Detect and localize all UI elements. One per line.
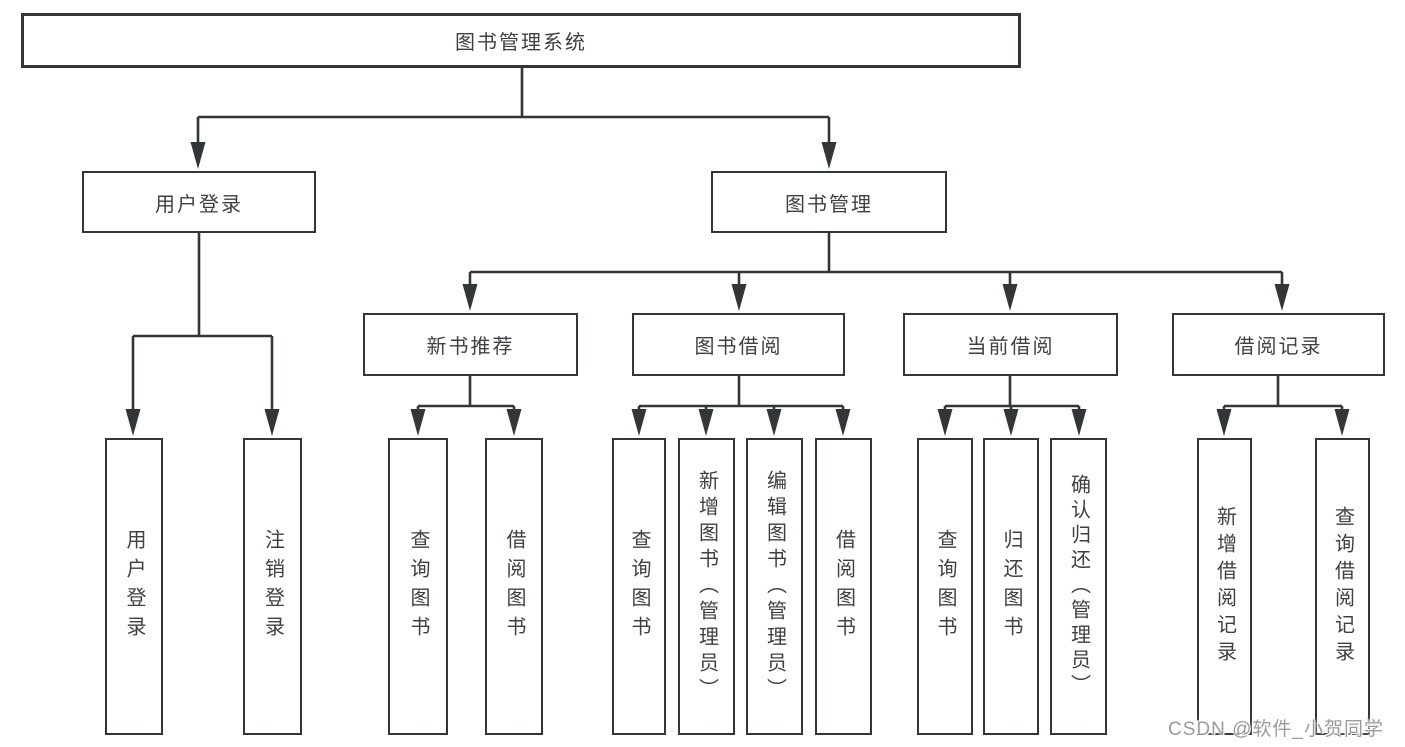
node-label: 注销登录 xyxy=(261,528,284,645)
node-current-borrowing: 当前借阅 xyxy=(903,313,1118,376)
node-book-management: 图书管理 xyxy=(711,171,947,233)
node-add-borrow-record: 新增借阅记录 xyxy=(1197,438,1252,735)
node-label: 图书管理 xyxy=(785,193,873,216)
node-library-management-system: 图书管理系统 xyxy=(21,13,1021,68)
node-borrowing-records: 借阅记录 xyxy=(1172,313,1385,376)
node-logout: 注销登录 xyxy=(243,438,302,735)
node-label: 查询图书 xyxy=(628,528,650,645)
node-query-books: 查询图书 xyxy=(917,438,973,735)
node-label: 图书借阅 xyxy=(694,336,783,358)
node-add-books-admin: 新增图书（管理员） xyxy=(678,438,735,735)
node-query-borrow-record: 查询借阅记录 xyxy=(1315,438,1370,735)
node-query-books: 查询图书 xyxy=(388,438,448,735)
node-query-books: 查询图书 xyxy=(612,438,666,735)
node-label: 查询图书 xyxy=(407,528,429,645)
node-label: 借阅图书 xyxy=(832,528,855,645)
node-label: 新增图书（管理员） xyxy=(695,469,718,704)
node-label: 当前借阅 xyxy=(966,336,1055,358)
node-label: 新增借阅记录 xyxy=(1213,505,1236,668)
node-label: 确认归还（管理员） xyxy=(1067,474,1090,699)
node-do-user-login: 用户登录 xyxy=(105,438,163,735)
node-borrow-books: 借阅图书 xyxy=(485,438,543,735)
node-label: 查询图书 xyxy=(934,528,956,645)
node-label: 查询借阅记录 xyxy=(1331,505,1354,668)
arrowheads xyxy=(125,142,1350,436)
node-return-books: 归还图书 xyxy=(983,438,1039,735)
node-label: 新书推荐 xyxy=(426,336,515,358)
node-label: 用户登录 xyxy=(155,193,243,216)
node-book-borrowing: 图书借阅 xyxy=(632,313,845,376)
node-edit-books-admin: 编辑图书（管理员） xyxy=(746,438,803,735)
node-borrow-books: 借阅图书 xyxy=(815,438,872,735)
node-label: 借阅图书 xyxy=(503,528,525,645)
node-confirm-return-admin: 确认归还（管理员） xyxy=(1050,438,1107,735)
node-label: 归还图书 xyxy=(1000,528,1022,645)
node-label: 图书管理系统 xyxy=(455,32,587,54)
node-label: 编辑图书（管理员） xyxy=(763,469,786,704)
node-label: 借阅记录 xyxy=(1234,336,1323,358)
csdn-watermark: CSDN @软件_小贺同学 xyxy=(1168,719,1384,740)
node-user-login: 用户登录 xyxy=(82,171,316,233)
node-new-book-recommend: 新书推荐 xyxy=(363,313,578,376)
node-label: 用户登录 xyxy=(123,528,145,645)
